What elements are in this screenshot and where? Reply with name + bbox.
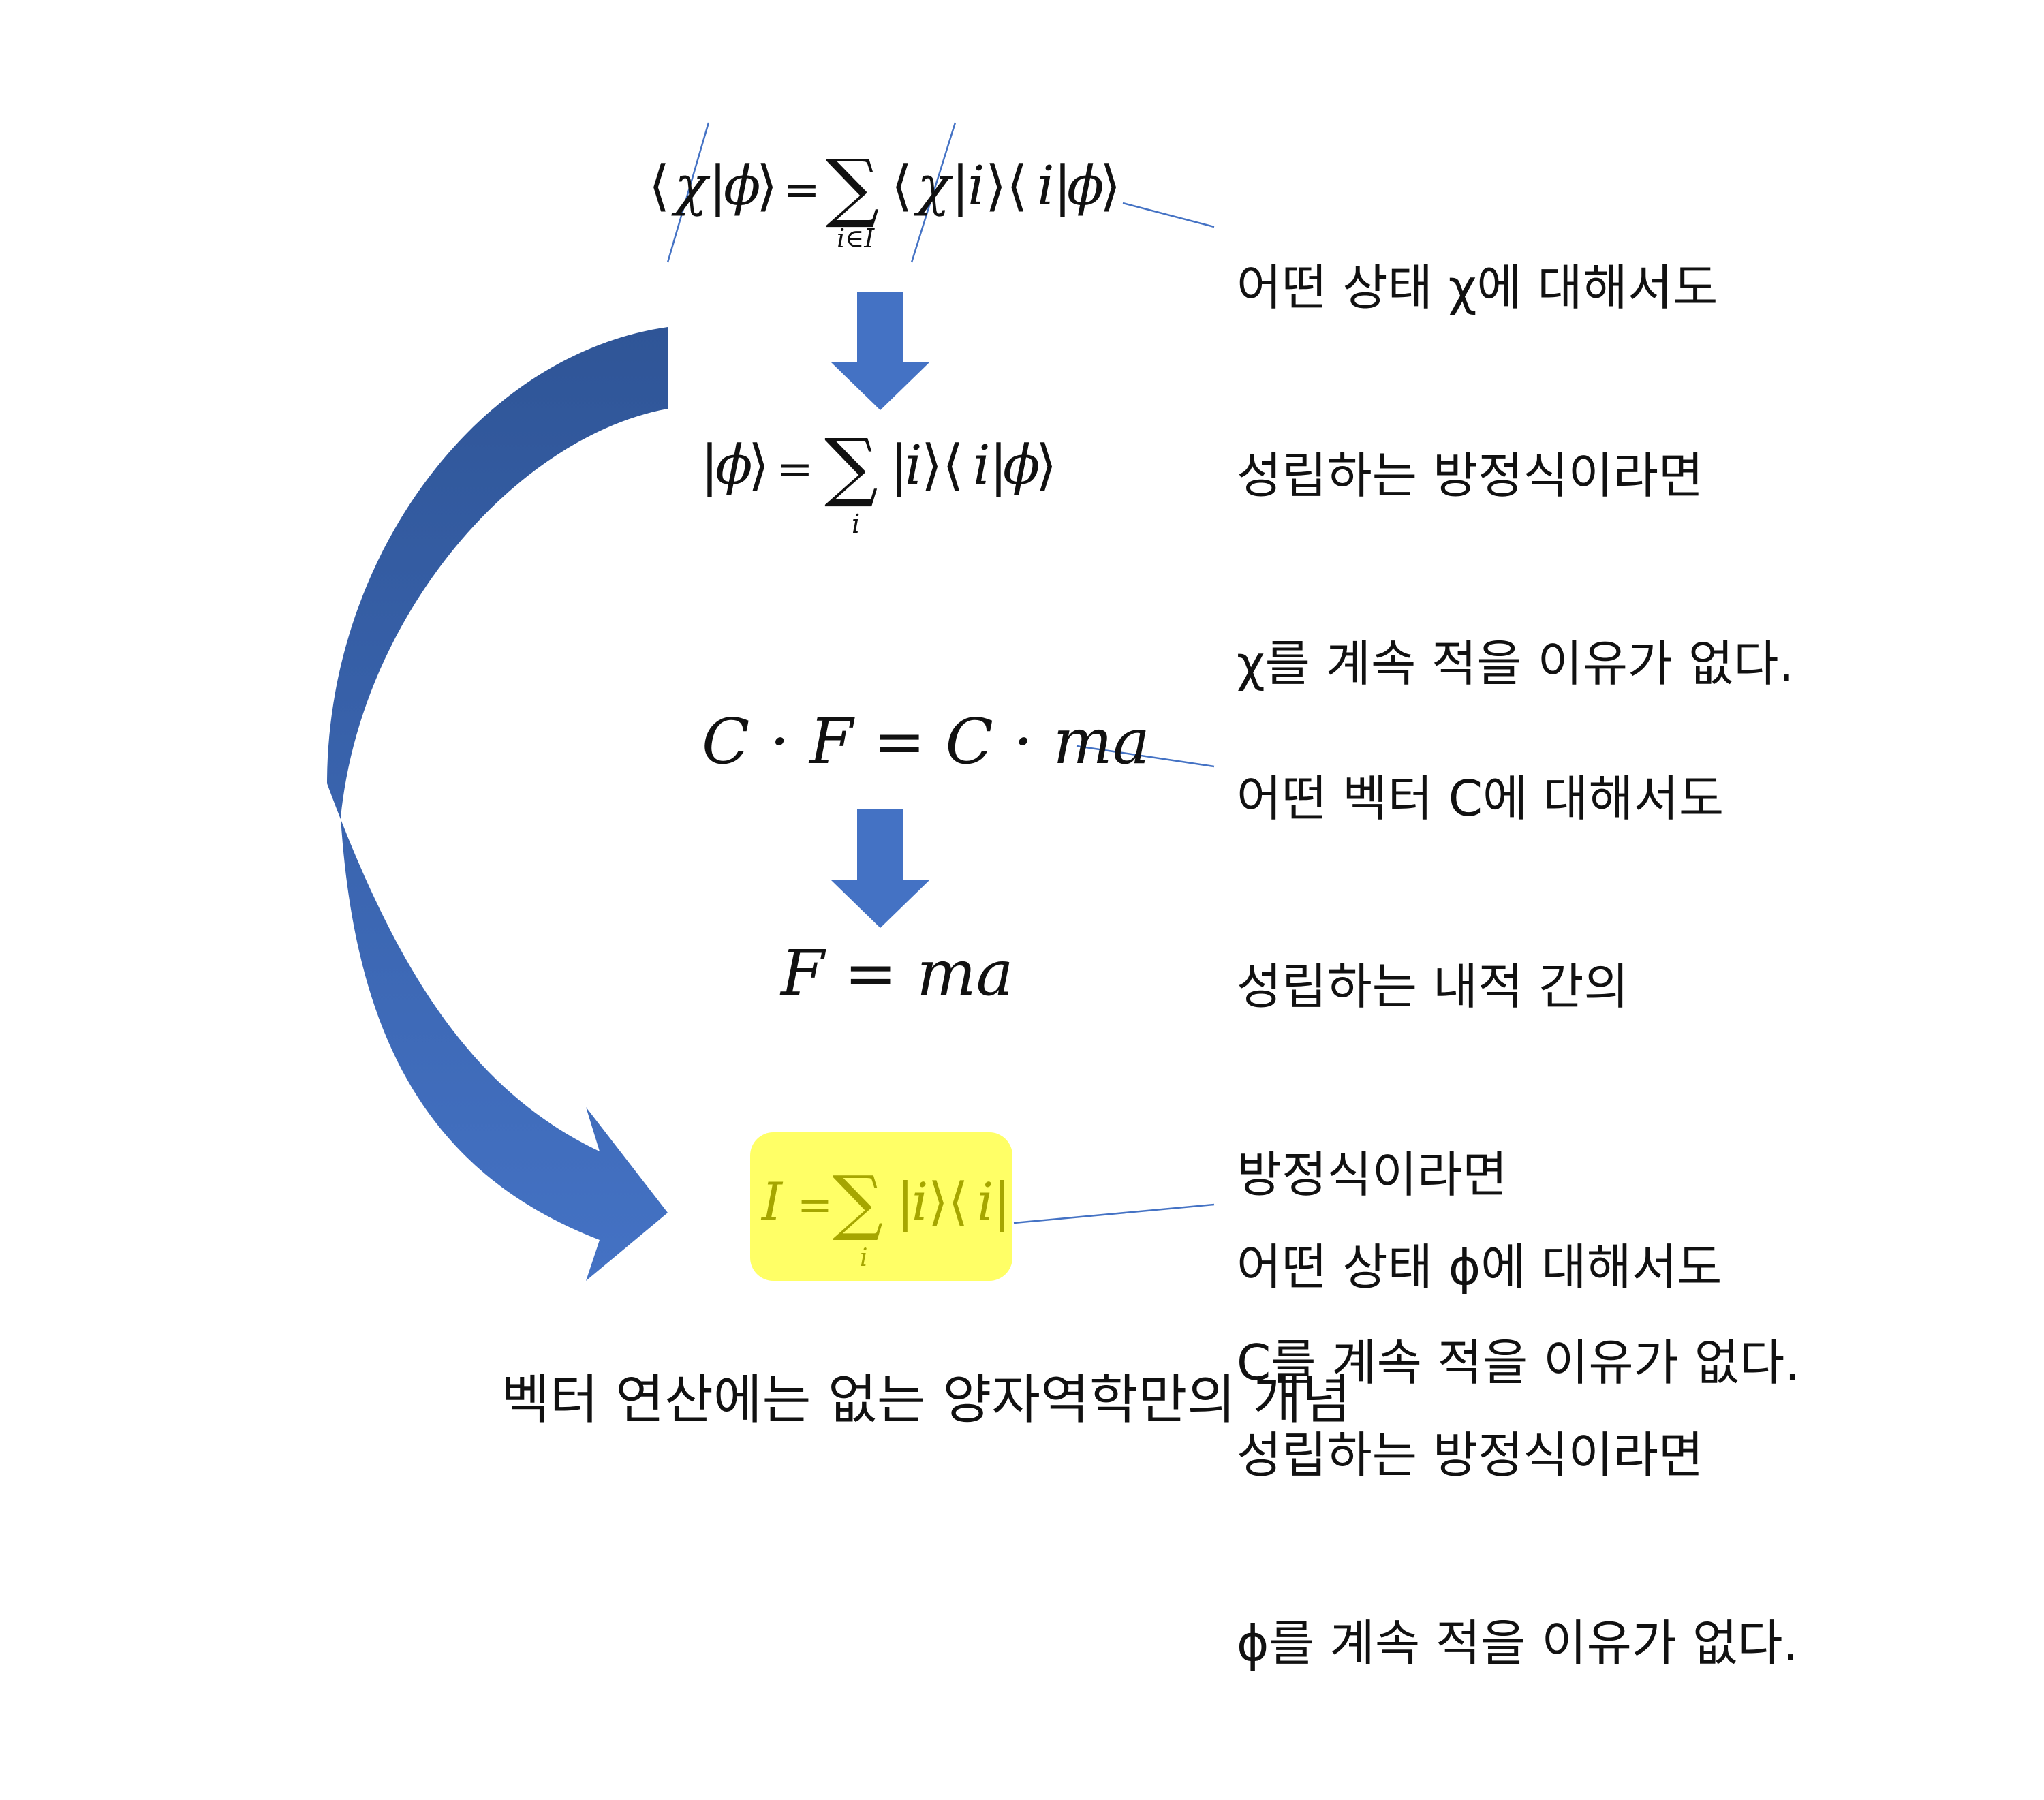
eq2-i-2: i — [973, 433, 991, 497]
eq1-sum-sign: ∑ — [826, 143, 880, 230]
eq1-i: i — [967, 154, 985, 217]
equation-1: ⟨ χ | ϕ ⟩ = ∑ i∈I ⟨ χ | i ⟩⟨ i | ϕ ⟩ — [649, 143, 1121, 253]
eq1-phi: ϕ — [724, 154, 761, 217]
eq1-equals: = — [784, 165, 820, 215]
eq2-i: i — [905, 433, 923, 497]
eq2-rangle: ⟩ — [748, 433, 769, 497]
eq1-chi-2: χ — [914, 154, 953, 217]
note-2-line-1: 어떤 벡터 C에 대해서도 — [1237, 770, 1724, 827]
diagram-svg: ⟨ χ | ϕ ⟩ = ∑ i∈I ⟨ χ | i ⟩⟨ i | ϕ ⟩ | ϕ… — [327, 122, 1215, 1281]
eq1-bar-2: | — [951, 154, 970, 217]
connector-line-1 — [1122, 202, 1215, 228]
connector-line-2 — [1076, 745, 1215, 768]
note-2: 어떤 벡터 C에 대해서도 성립하는 내적 간의 방정식이라면 C를 계속 적을… — [1237, 642, 1800, 1519]
eq1-i-2: i — [1037, 154, 1055, 217]
down-arrow-1 — [831, 292, 929, 410]
strike-chi-left — [666, 122, 710, 263]
eq2-rangle-2: ⟩⟨ — [921, 433, 963, 497]
note-1-line-1: 어떤 상태 χ에 대해서도 — [1237, 259, 1718, 316]
equation-5: I = ∑ i | i ⟩⟨ i | — [760, 1160, 1011, 1272]
highlight-box — [750, 1132, 1012, 1281]
eq2-sum-sub: i — [852, 509, 860, 539]
connector-line-3 — [1013, 1203, 1215, 1224]
eq1-rangle: ⟩ — [756, 154, 777, 217]
eq5-bar-2: | — [993, 1171, 1011, 1232]
strike-chi-right — [910, 122, 957, 263]
eq1-rangle-3: ⟩ — [1100, 154, 1121, 217]
eq5-i: i — [912, 1171, 928, 1232]
note-2-line-4: C를 계속 적을 이유가 없다. — [1237, 1334, 1801, 1391]
down-arrow-2 — [831, 809, 929, 928]
eq5-I: I — [760, 1171, 784, 1232]
eq1-phi-2: ϕ — [1067, 154, 1104, 217]
note-3-line-3: ϕ를 계속 적을 이유가 없다. — [1237, 1615, 1799, 1672]
note-3: 어떤 상태 ϕ에 대해서도 성립하는 방정식이라면 ϕ를 계속 적을 이유가 없… — [1237, 1111, 1798, 1800]
curved-arrow — [327, 327, 668, 1281]
eq2-equals: = — [777, 444, 814, 495]
eq5-sum-sub: i — [860, 1244, 868, 1272]
eq2-phi-2: ϕ — [1003, 433, 1040, 497]
eq1-chi: χ — [671, 154, 711, 217]
eq1-bar: | — [709, 154, 727, 217]
equation-2: | ϕ ⟩ = ∑ i | i ⟩⟨ i | ϕ ⟩ — [700, 422, 1057, 539]
equation-4: F = ma — [779, 937, 1014, 1010]
diagram-canvas: ⟨ χ | ϕ ⟩ = ∑ i∈I ⟨ χ | i ⟩⟨ i | ϕ ⟩ | ϕ… — [327, 122, 1800, 1672]
footer-caption: 벡터 연산에는 없는 양자역학만의 개념 — [501, 1369, 1351, 1431]
eq2-bar: | — [700, 433, 719, 497]
note-3-line-1: 어떤 상태 ϕ에 대해서도 — [1237, 1239, 1722, 1296]
eq1-rangle-2: ⟩⟨ — [985, 154, 1027, 217]
note-3-line-2: 성립하는 방정식이라면 — [1237, 1427, 1704, 1484]
note-1: 어떤 상태 χ에 대해서도 성립하는 방정식이라면 χ를 계속 적을 이유가 없… — [1237, 131, 1794, 820]
note-1-line-3: χ를 계속 적을 이유가 없다. — [1237, 635, 1795, 692]
eq1-sum-sub: i∈I — [837, 223, 875, 253]
note-2-line-2: 성립하는 내적 간의 — [1237, 958, 1629, 1015]
eq1-langle-2: ⟨ — [891, 154, 912, 217]
eq1-langle: ⟨ — [649, 154, 670, 217]
eq1-bar-3: | — [1053, 154, 1072, 217]
note-2-line-3: 방정식이라면 — [1237, 1146, 1508, 1203]
equation-3: C · F = C · ma — [702, 705, 1150, 778]
eq2-bar-2: | — [890, 433, 908, 497]
eq2-rangle-3: ⟩ — [1036, 433, 1057, 497]
note-1-line-2: 성립하는 방정식이라면 — [1237, 447, 1704, 504]
eq2-sum-sign: ∑ — [824, 422, 878, 510]
eq2-bar-3: | — [989, 433, 1008, 497]
eq5-i-2: i — [977, 1171, 993, 1232]
eq5-sum-sign: ∑ — [833, 1160, 883, 1243]
eq5-rangle-langle: ⟩⟨ — [928, 1171, 968, 1232]
eq5-bar: | — [897, 1171, 914, 1232]
eq5-equals: = — [797, 1180, 833, 1230]
eq2-phi: ϕ — [715, 433, 753, 497]
